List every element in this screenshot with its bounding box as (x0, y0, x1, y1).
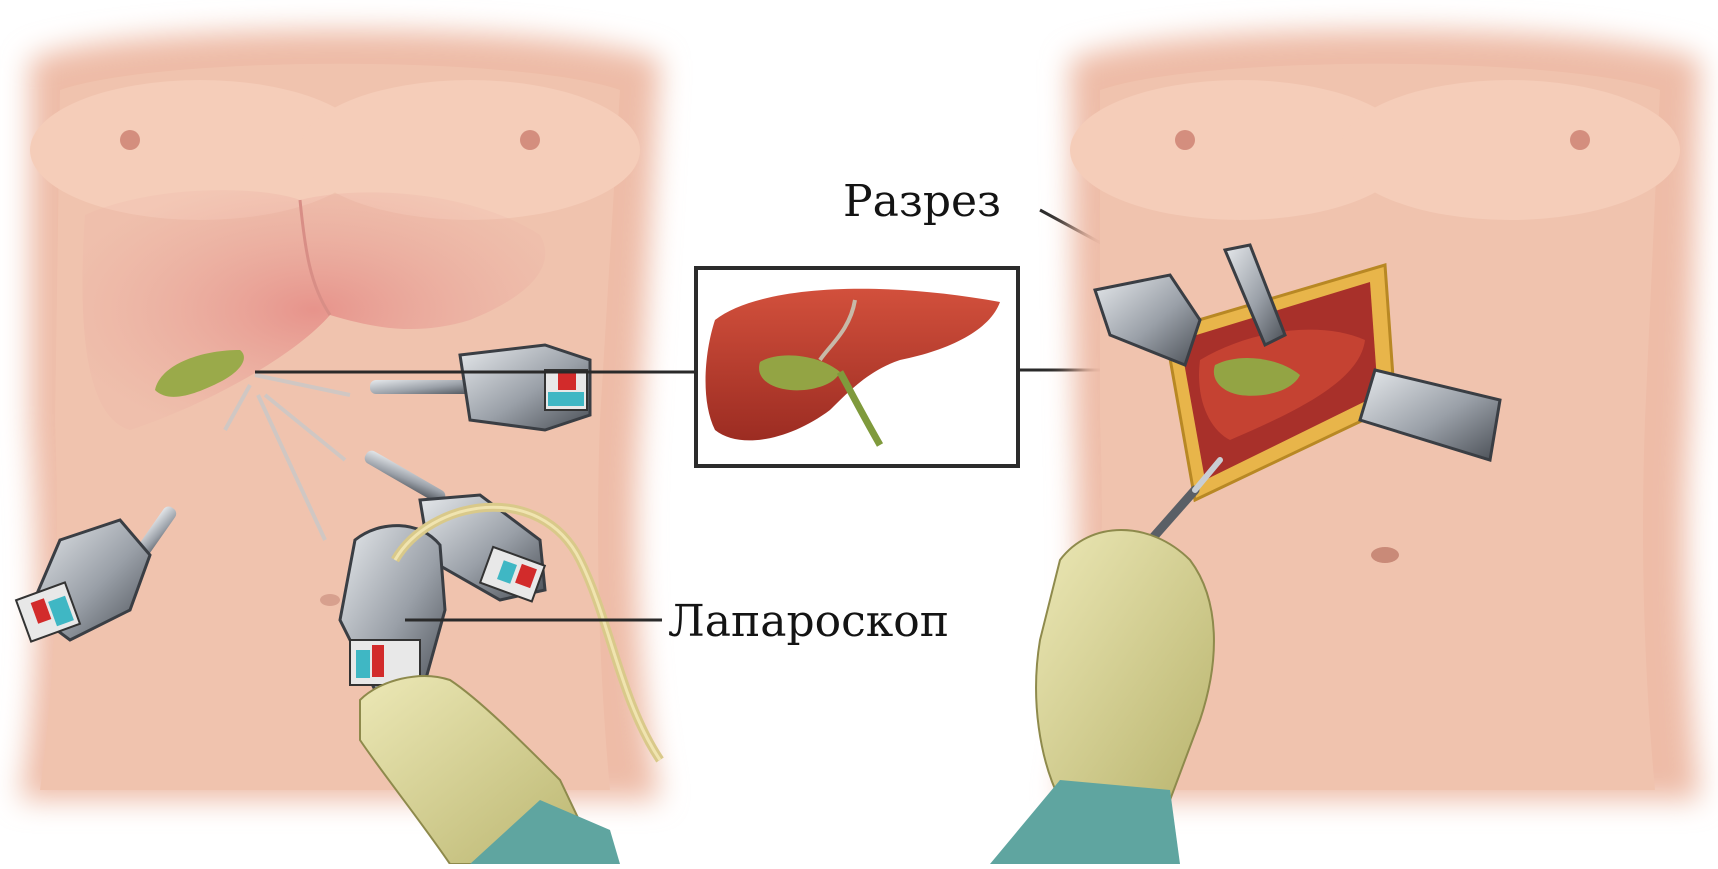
nipple-right (520, 130, 540, 150)
liver-inset (696, 268, 1018, 466)
umbilicus (1371, 547, 1399, 563)
incision-label: Разрез (843, 180, 1001, 224)
laparoscope-label: Лапароскоп (668, 600, 949, 644)
gloved-hand-icon-right (990, 530, 1214, 864)
nipple-right-right-torso (1570, 130, 1590, 150)
nipple-left-right-torso (1175, 130, 1195, 150)
nipple-left (120, 130, 140, 150)
